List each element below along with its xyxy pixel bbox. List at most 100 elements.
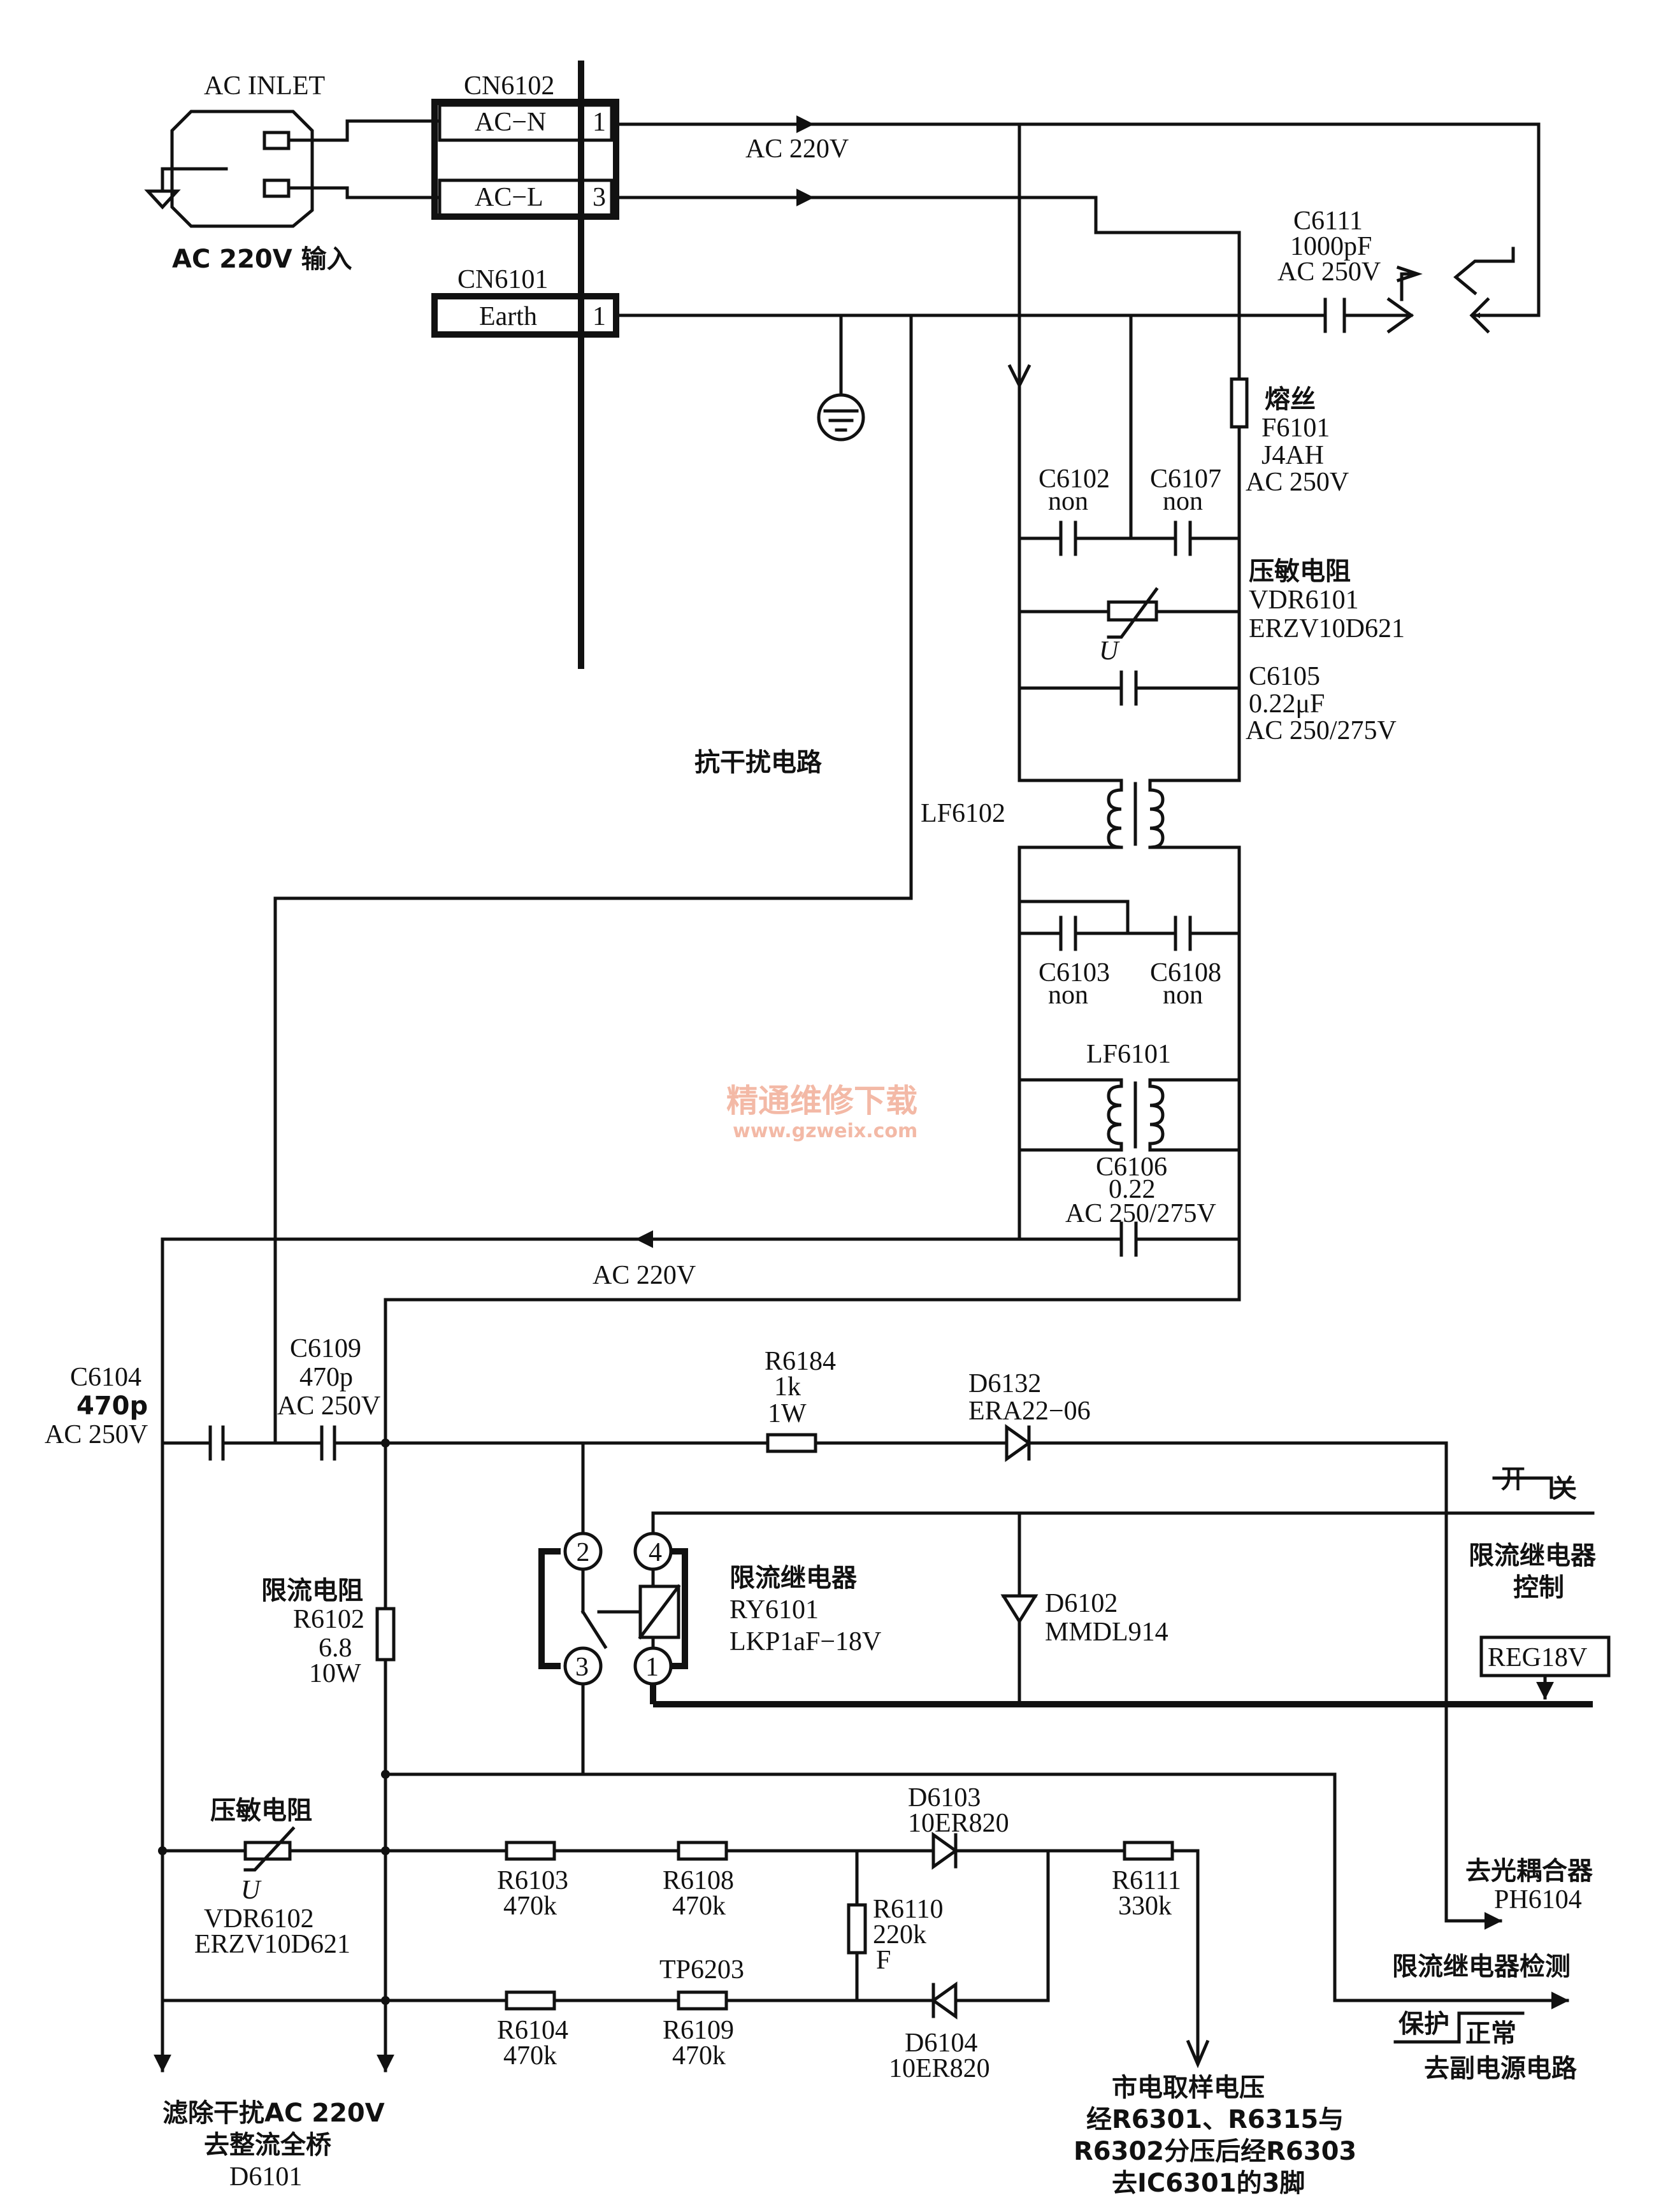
tp6203-label: TP6203 <box>659 1955 744 1985</box>
relay-ctrl-1: 限流继电器 <box>1469 1541 1597 1570</box>
c6108-name: C6108 <box>1150 958 1221 988</box>
ac220v-top: AC 220V <box>745 134 849 164</box>
x-cap-network-2 <box>1017 900 1241 951</box>
r6103-name: R6103 <box>497 1866 568 1895</box>
ac-inlet <box>144 110 442 228</box>
d6102-part: MMDL914 <box>1045 1618 1168 1647</box>
c6109-name: C6109 <box>290 1334 361 1363</box>
relay-detect: 限流继电器检测 <box>1392 1952 1571 1981</box>
wires-top <box>273 115 1541 1445</box>
c6109-value: 470p <box>299 1363 353 1392</box>
r6111-value: 330k <box>1118 1892 1172 1921</box>
r6110-value: 220k <box>873 1920 926 1950</box>
c6107-name: C6107 <box>1150 464 1221 494</box>
mains-sample-1: 市电取样电压 <box>1112 2073 1265 2102</box>
to-opto-2: PH6104 <box>1494 1885 1582 1914</box>
relay-name: RY6101 <box>730 1595 819 1625</box>
earth-pin: 1 <box>593 302 606 331</box>
d6132-name: D6132 <box>968 1369 1041 1398</box>
fuse-type: J4AH <box>1262 441 1324 470</box>
c6106-value: 0.22 <box>1109 1175 1156 1204</box>
relay-control-switch <box>1492 1476 1553 1499</box>
vdr6102-part: ERZV10D621 <box>194 1930 350 1959</box>
lf6101-label: LF6101 <box>1086 1040 1171 1069</box>
to-opto-1: 去光耦合器 <box>1465 1856 1593 1886</box>
d6102-diode <box>1000 1511 1039 1706</box>
filtered-1: 滤除干扰AC 220V <box>162 2099 385 2128</box>
switch-close: 关 <box>1551 1474 1577 1504</box>
d6104-name: D6104 <box>905 2029 977 2058</box>
sample-network <box>158 1826 1210 2069</box>
filtered-3: D6101 <box>229 2162 302 2192</box>
fuse-title: 熔丝 <box>1265 385 1316 414</box>
c6105-rating: AC 250/275V <box>1246 716 1397 745</box>
r6102-value: 6.8 <box>319 1634 352 1663</box>
cn6101-label: CN6101 <box>457 265 548 294</box>
reg18v-label: REG18V <box>1488 1643 1587 1672</box>
d6103-part: 10ER820 <box>908 1809 1009 1838</box>
vdr6101-title: 压敏电阻 <box>1249 557 1351 586</box>
relay-pin-3: 3 <box>575 1653 589 1682</box>
relay-pin-4: 4 <box>649 1538 662 1567</box>
fuse-name: F6101 <box>1262 413 1330 443</box>
relay-part: LKP1aF−18V <box>730 1627 881 1656</box>
r6110-name: R6110 <box>873 1895 943 1924</box>
r6184-name: R6184 <box>765 1347 836 1376</box>
fuse-f6101 <box>1230 377 1249 429</box>
watermark-url: www.gzweix.com <box>733 1120 917 1142</box>
c6103-value: non <box>1048 980 1088 1010</box>
fuse-rating: AC 250V <box>1246 468 1349 497</box>
lf6102-choke <box>1017 779 1241 1152</box>
y-caps <box>161 1425 390 1461</box>
c6105-name: C6105 <box>1249 662 1320 691</box>
r6110-tol: F <box>876 1946 891 1975</box>
r6102-name: R6102 <box>293 1605 364 1634</box>
r6109-value: 470k <box>672 2041 726 2071</box>
r6111-name: R6111 <box>1112 1866 1181 1895</box>
c6106-name: C6106 <box>1096 1153 1167 1182</box>
r6102-rating: 10W <box>309 1659 361 1688</box>
c6104-rating: AC 250V <box>45 1420 148 1449</box>
c6108-value: non <box>1163 980 1203 1010</box>
cn6102-connector <box>431 61 619 669</box>
r6103-value: 470k <box>503 1892 557 1921</box>
x-cap-network-1 <box>1017 313 1241 782</box>
c6111-rating: AC 250V <box>1277 257 1381 287</box>
acl-pin: 3 <box>593 183 606 212</box>
r6108-name: R6108 <box>663 1866 734 1895</box>
emi-circuit-label: 抗干扰电路 <box>694 748 823 777</box>
lf6102-label: LF6102 <box>921 799 1005 828</box>
relay-pin-1: 1 <box>645 1653 659 1682</box>
r6104-value: 470k <box>503 2041 557 2071</box>
acn-pin: 1 <box>593 108 606 137</box>
r6108-value: 470k <box>672 1892 726 1921</box>
r6184-value: 1k <box>774 1372 801 1402</box>
d6132-part: ERA22−06 <box>968 1397 1091 1426</box>
earth-label: Earth <box>479 302 537 331</box>
c6104-name: C6104 <box>70 1363 141 1392</box>
c6104-value: 470p <box>76 1391 148 1421</box>
protect-normal-indicator <box>1393 2011 1525 2044</box>
c6103-name: C6103 <box>1039 958 1110 988</box>
c6109-rating: AC 250V <box>277 1391 380 1421</box>
ac-inlet-label: AC INLET <box>204 71 325 101</box>
lf6101-choke <box>161 1078 1241 2069</box>
vdr6101-name: VDR6101 <box>1249 585 1359 615</box>
c6102-name: C6102 <box>1039 464 1110 494</box>
c6111-name: C6111 <box>1293 206 1363 236</box>
acn-label: AC−N <box>475 108 546 137</box>
mains-sample-3: R6302分压后经R6303 <box>1074 2137 1356 2166</box>
r6102-title: 限流电阻 <box>261 1576 363 1605</box>
c6105-value: 0.22μF <box>1249 689 1325 719</box>
d6104-part: 10ER820 <box>889 2054 990 2083</box>
c6106-rating: AC 250/275V <box>1065 1199 1216 1228</box>
mains-sample-2: 经R6301、R6315与 <box>1086 2105 1344 2134</box>
c6102-value: non <box>1048 487 1088 516</box>
c6107-value: non <box>1163 487 1203 516</box>
acl-label: AC−L <box>475 183 543 212</box>
vdr6102-name: VDR6102 <box>204 1904 314 1934</box>
vdr6102-title: 压敏电阻 <box>210 1796 312 1825</box>
filtered-2: 去整流全桥 <box>204 2130 331 2160</box>
